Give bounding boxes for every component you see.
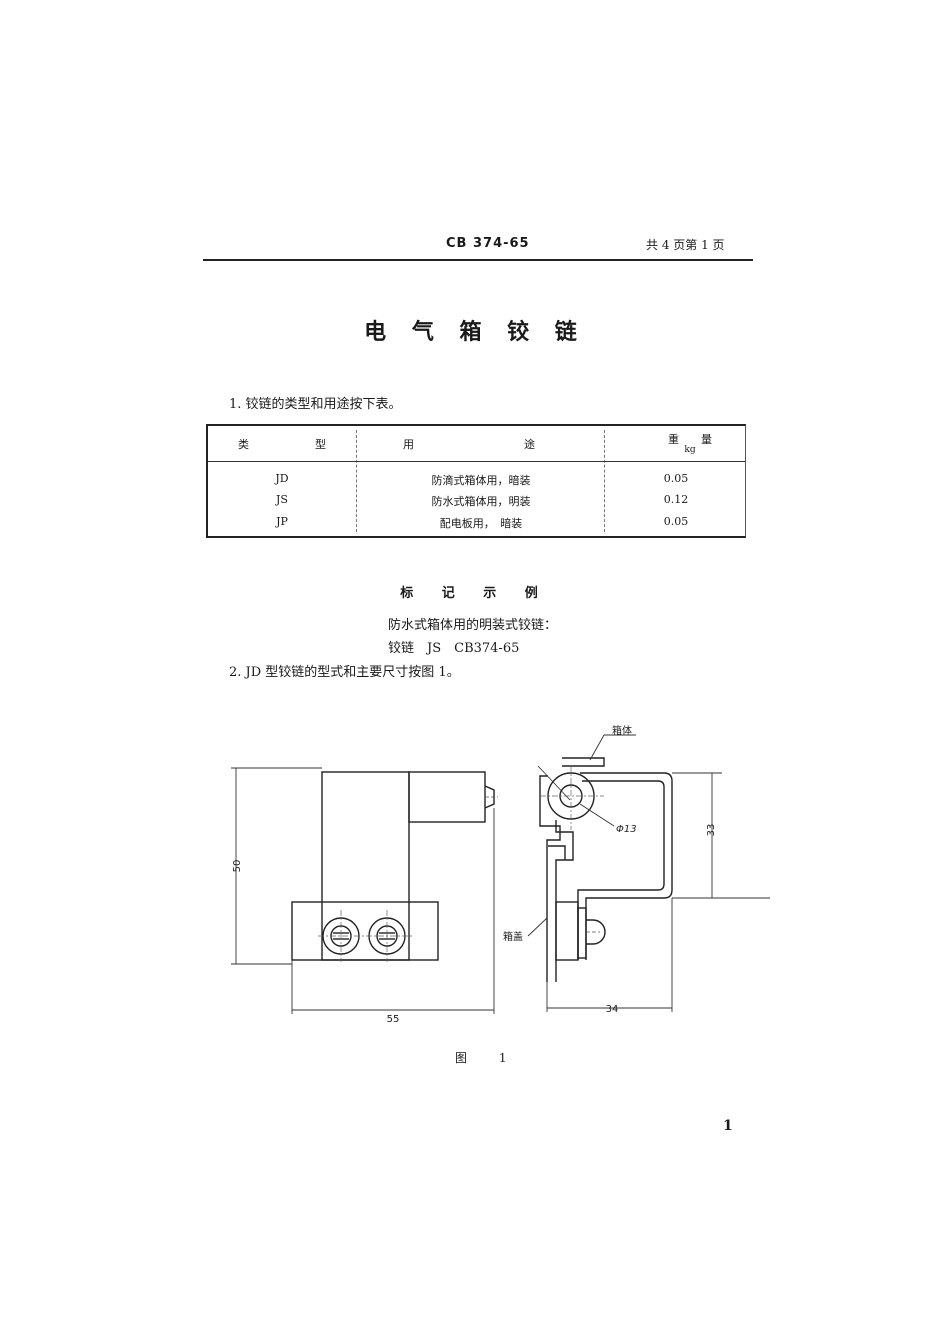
table-cell-use: 防水式箱体用，明装 bbox=[431, 495, 531, 508]
figure-caption: 图 1 bbox=[455, 1051, 521, 1065]
front-view bbox=[231, 767, 498, 1014]
bent-leaf-inner bbox=[577, 780, 665, 960]
paragraph-2: 2. JD 型铰链的型式和主要尺寸按图 1。 bbox=[229, 665, 460, 680]
door-leaf-outer bbox=[539, 775, 561, 982]
side-screw bbox=[586, 919, 606, 945]
hinge-base bbox=[291, 901, 439, 961]
marking-example-line-2: 铰链 JS CB374-65 bbox=[388, 641, 520, 656]
header-weight-unit: kg bbox=[684, 445, 696, 455]
page-info: 共 4 页第 1 页 bbox=[646, 238, 725, 252]
dim-diameter-label: Φ13 bbox=[616, 824, 637, 835]
hinge-knuckle bbox=[408, 771, 486, 823]
table-cell-weight: 0.05 bbox=[663, 515, 689, 528]
bent-leaf-outer bbox=[580, 772, 673, 960]
table-cell-weight: 0.05 bbox=[663, 472, 689, 485]
label-box-cover: 箱盖 bbox=[503, 930, 523, 943]
side-base-spacer bbox=[577, 907, 587, 959]
header-type: 类 型 bbox=[238, 438, 326, 451]
table-cell-weight: 0.12 bbox=[663, 493, 689, 506]
header-rule bbox=[203, 259, 753, 261]
dim-height-label: 50 bbox=[232, 860, 243, 873]
dim-side-height-label: 33 bbox=[706, 824, 717, 837]
marking-example-title: 标 记 示 例 bbox=[400, 586, 550, 601]
side-view bbox=[527, 734, 770, 1012]
column-divider bbox=[356, 430, 357, 532]
door-leaf-inner bbox=[555, 820, 574, 982]
standard-code: CB 374-65 bbox=[446, 236, 530, 251]
label-box-body: 箱体 bbox=[612, 724, 632, 737]
hinge-type-table: 类 型 用 途 重 量 kg JD 防滴式箱体用，暗装 0.05 JS 防水式箱… bbox=[206, 424, 746, 538]
marking-example-line-1: 防水式箱体用的明装式铰链： bbox=[388, 618, 558, 633]
header-use: 用 途 bbox=[403, 438, 535, 451]
column-divider bbox=[604, 430, 605, 532]
document-title: 电 气 箱 铰 链 bbox=[364, 320, 586, 345]
box-body-flange bbox=[562, 757, 605, 767]
header-divider bbox=[208, 461, 745, 462]
table-cell-use: 防滴式箱体用，暗装 bbox=[431, 474, 531, 487]
side-base-plate bbox=[555, 901, 579, 961]
header-weight: 重 量 bbox=[668, 433, 712, 446]
page-number: 1 bbox=[723, 1118, 733, 1134]
table-cell-type: JP bbox=[276, 515, 288, 528]
dim-width-label: 55 bbox=[387, 1014, 400, 1025]
paragraph-1: 1. 铰链的类型和用途按下表。 bbox=[229, 397, 402, 412]
table-cell-use: 配电板用， 暗装 bbox=[439, 517, 523, 530]
dim-side-width-label: 34 bbox=[606, 1004, 619, 1015]
table-cell-type: JS bbox=[276, 493, 288, 506]
table-cell-type: JD bbox=[275, 472, 289, 485]
